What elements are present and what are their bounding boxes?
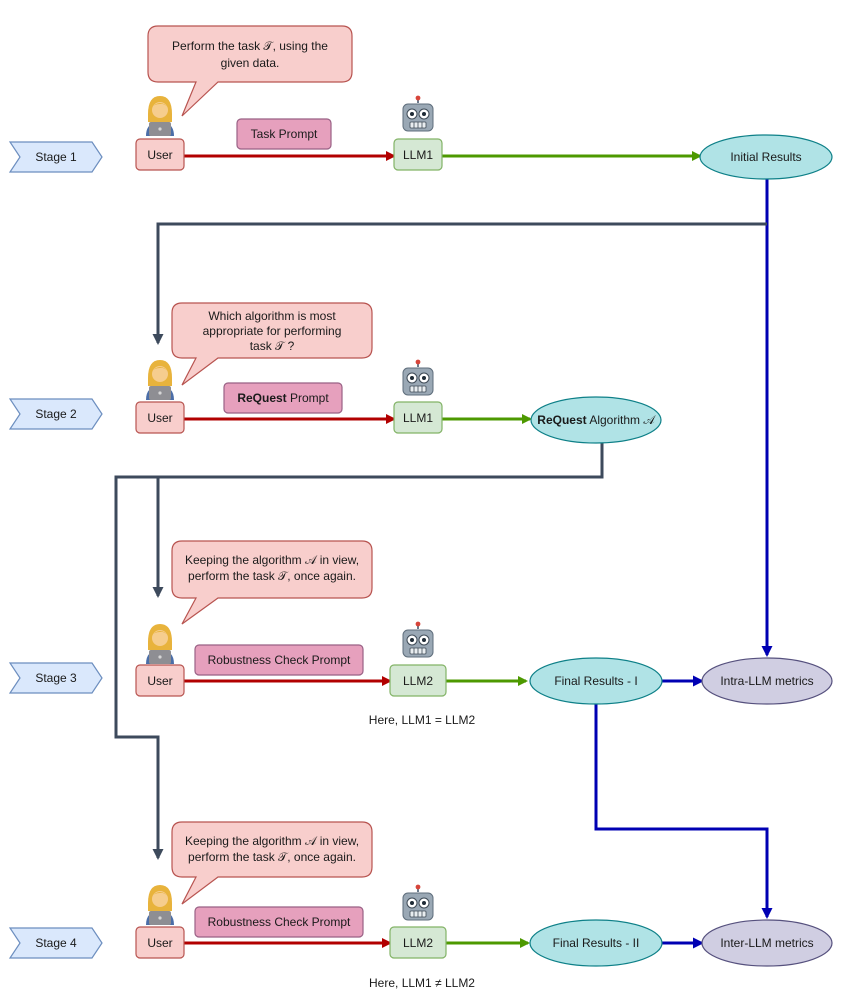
final-results-1-text: Final Results - I xyxy=(554,674,637,688)
stage-1-llm-label: LLM1 xyxy=(403,148,433,162)
stage-3-label: Stage 3 xyxy=(35,671,77,685)
stage-4-note: Here, LLM1 ≠ LLM2 xyxy=(369,976,475,990)
stage-3-llm-node xyxy=(389,664,447,697)
stage-3-row: Stage 3 Keeping the algorithm 𝒜 in view,… xyxy=(8,540,833,727)
stage-2-prompt-label: ReQuest Prompt xyxy=(237,391,329,405)
stage-4-user-node xyxy=(135,926,185,959)
person-at-laptop-icon xyxy=(146,885,174,925)
stage-3-bubble-line-2: perform the task 𝒯, once again. xyxy=(188,569,356,583)
request-algorithm-bold: ReQuest xyxy=(537,413,586,427)
request-algorithm-text: Algorithm 𝒜 xyxy=(587,413,657,427)
robot-icon xyxy=(402,95,434,132)
initial-results-node xyxy=(699,134,833,180)
stage-3-bubble-line-1: Keeping the algorithm 𝒜 in view, xyxy=(185,553,359,567)
final-results-2-text: Final Results - II xyxy=(553,936,640,950)
stage-3-llm-label: LLM2 xyxy=(403,674,433,688)
stage-2-tag xyxy=(8,398,103,430)
intra-llm-metrics-label: Intra-LLM metrics xyxy=(720,674,813,688)
stage-1-bubble-line-1: Perform the task 𝒯, using the xyxy=(172,39,328,53)
stage-1-speech-bubble xyxy=(147,25,353,117)
stage-2-bubble-line-3: task 𝒯 ? xyxy=(250,339,295,353)
stage-3-user-label: User xyxy=(147,674,172,688)
request-algorithm-node xyxy=(530,396,662,444)
stage-4-prompt-box xyxy=(194,906,364,938)
stage-3-prompt-label: Robustness Check Prompt xyxy=(208,653,351,667)
final-results-1-node xyxy=(529,657,663,705)
stage-3-note: Here, LLM1 = LLM2 xyxy=(369,713,476,727)
stage-2-label: Stage 2 xyxy=(35,407,77,421)
stage-3-tag xyxy=(8,662,103,694)
stage-4-bubble-line-2: perform the task 𝒯, once again. xyxy=(188,850,356,864)
stage-4-bubble-line-1: Keeping the algorithm 𝒜 in view, xyxy=(185,834,359,848)
stage-2-user-node xyxy=(135,401,185,434)
robot-icon xyxy=(402,884,434,921)
stage-2-bubble-line-2: appropriate for performing xyxy=(203,324,342,338)
stage-1-user-node xyxy=(135,138,185,171)
stage-4-llm-label: LLM2 xyxy=(403,936,433,950)
stage-2-user-label: User xyxy=(147,411,172,425)
final-results-2-label: Final Results - II xyxy=(553,936,640,950)
stage-2-llm-label: LLM1 xyxy=(403,411,433,425)
stage-4-user-label: User xyxy=(147,936,172,950)
robot-icon xyxy=(402,359,434,396)
inter-llm-metrics-label: Inter-LLM metrics xyxy=(720,936,813,950)
initial-results-label: Initial Results xyxy=(730,150,801,164)
final-results-2-node xyxy=(529,919,663,967)
stage-4-row: Stage 4 Keeping the algorithm 𝒜 in view,… xyxy=(8,821,833,990)
intra-llm-metrics-node xyxy=(701,657,833,705)
stage-4-label: Stage 4 xyxy=(35,936,77,950)
final-results-1-label: Final Results - I xyxy=(554,674,637,688)
person-at-laptop-icon xyxy=(146,624,174,664)
arrow-final-1-to-inter-metrics xyxy=(594,704,773,919)
initial-results-text: Initial Results xyxy=(730,150,801,164)
stage-4-llm-node xyxy=(389,926,447,959)
stage-2-bubble-line-1: Which algorithm is most xyxy=(208,309,336,323)
stage-3-user-node xyxy=(135,664,185,697)
stage-1-prompt-label: Task Prompt xyxy=(251,127,318,141)
stage-4-speech-bubble xyxy=(171,821,373,905)
connectors xyxy=(114,151,773,949)
stage-1-tag xyxy=(8,141,103,173)
stage-2-row: Stage 2 Which algorithm is most appropri… xyxy=(8,302,662,444)
stage-1-row: Stage 1 Perform the task 𝒯, using the gi… xyxy=(8,25,833,180)
person-at-laptop-icon xyxy=(146,96,174,136)
stage-1-llm-node xyxy=(393,138,443,171)
stage-1-prompt-box xyxy=(236,118,332,150)
stage-4-prompt-label: Robustness Check Prompt xyxy=(208,915,351,929)
robot-icon xyxy=(402,621,434,658)
person-at-laptop-icon xyxy=(146,360,174,400)
arrow-initial-results-to-stage2 xyxy=(152,222,767,345)
stage-2-llm-node xyxy=(393,401,443,434)
arrow-request-algorithm-to-stage4 xyxy=(114,475,164,860)
stage-1-bubble-line-2: given data. xyxy=(221,56,280,70)
stage-2-speech-bubble xyxy=(171,302,373,386)
stage-2-prompt-text: Prompt xyxy=(287,391,330,405)
stage-2-prompt-bold: ReQuest xyxy=(237,391,286,405)
stage-1-user-label: User xyxy=(147,148,172,162)
stage-1-label: Stage 1 xyxy=(35,150,77,164)
request-algorithm-label: ReQuest Algorithm 𝒜 xyxy=(537,413,656,427)
inter-llm-metrics-node xyxy=(701,919,833,967)
stage-3-speech-bubble xyxy=(171,540,373,625)
stage-3-prompt-box xyxy=(194,644,364,676)
arrow-request-algorithm-to-stage3 xyxy=(152,443,604,598)
stage-2-prompt-box xyxy=(223,382,343,414)
stage-4-tag xyxy=(8,927,103,959)
stage-3-prompt-text: Robustness Check Prompt xyxy=(208,653,351,667)
stage-4-prompt-text: Robustness Check Prompt xyxy=(208,915,351,929)
stage-1-prompt-text: Task Prompt xyxy=(251,127,318,141)
